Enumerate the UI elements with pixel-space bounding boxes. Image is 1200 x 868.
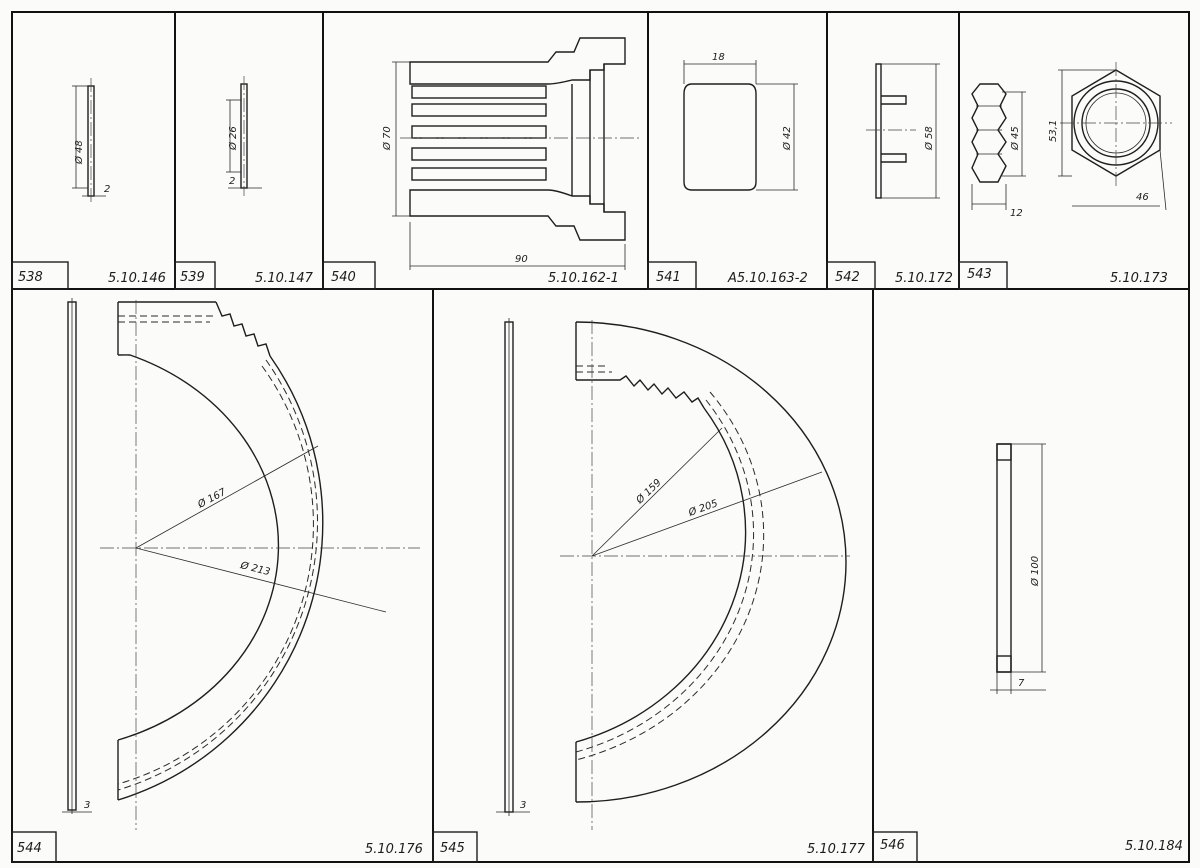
cell-number: 545 (440, 841, 465, 856)
dimension-label: 18 (712, 52, 725, 63)
cell-code: 5.10.147 (255, 271, 314, 286)
dimension-label: Ø 26 (227, 126, 239, 151)
dimension-label: Ø 48 (73, 140, 85, 165)
dimension-label: 2 (229, 176, 235, 187)
cell-number: 541 (656, 270, 681, 285)
dimension-label: Ø 159 (633, 477, 664, 507)
spline-teeth (411, 85, 547, 181)
dimension-label: 3 (520, 800, 526, 811)
cell-code: А5.10.163-2 (727, 271, 808, 286)
cell-number: 542 (835, 270, 860, 285)
part-542-disc: Ø 58 (866, 63, 940, 199)
cell-number: 546 (880, 838, 905, 853)
number-boxes (11, 261, 1008, 863)
cell-code: 5.10.173 (1110, 271, 1168, 286)
part-543-hex-nut: Ø 45 12 53,1 46 (971, 62, 1172, 219)
part-541-insert: 18 Ø 42 (683, 52, 798, 191)
dimension-label: 53,1 (1048, 120, 1059, 142)
dimension-label: Ø 167 (195, 486, 229, 512)
dimension-label: Ø 70 (381, 126, 393, 151)
dimension-label: Ø 45 (1009, 126, 1021, 151)
nut-side-view: Ø 45 12 (971, 83, 1026, 219)
part-539-washer: Ø 26 2 (226, 76, 262, 196)
part-540-splined-hub: Ø 70 90 (381, 37, 640, 270)
cell-code: 5.10.184 (1125, 839, 1183, 854)
part-546-ring: Ø 100 7 (990, 443, 1046, 694)
cell-code: 5.10.162-1 (548, 271, 619, 286)
dimension-label: 3 (84, 800, 90, 811)
cell-number: 543 (967, 267, 992, 282)
dimension-label: 90 (515, 254, 528, 265)
part-538-washer: Ø 48 2 (72, 78, 110, 204)
nut-front-view: 53,1 46 (1048, 62, 1172, 211)
cell-code: 5.10.172 (895, 271, 953, 286)
cell-number: 538 (18, 270, 43, 285)
cell-code: 5.10.177 (807, 842, 866, 857)
dimension-label: 46 (1136, 192, 1149, 203)
cell-number: 539 (180, 270, 205, 285)
cell-number: 540 (331, 270, 356, 285)
dimension-label: Ø 42 (781, 126, 793, 151)
part-544-half-ring: 3 Ø 167 Ø 213 (62, 298, 420, 830)
dimension-label: Ø 100 (1029, 556, 1041, 587)
part-545-half-ring: 3 Ø 159 Ø 205 (496, 318, 850, 830)
dimension-label: 12 (1010, 208, 1023, 219)
cell-number: 544 (17, 841, 42, 856)
dimension-label: 2 (104, 184, 110, 195)
dimension-label: 7 (1018, 678, 1025, 689)
cell-labels: 538 5.10.146 539 5.10.147 540 5.10.162-1… (17, 267, 1183, 857)
dimension-label: Ø 58 (923, 126, 935, 151)
cell-code: 5.10.176 (365, 842, 423, 857)
cell-code: 5.10.146 (108, 271, 166, 286)
